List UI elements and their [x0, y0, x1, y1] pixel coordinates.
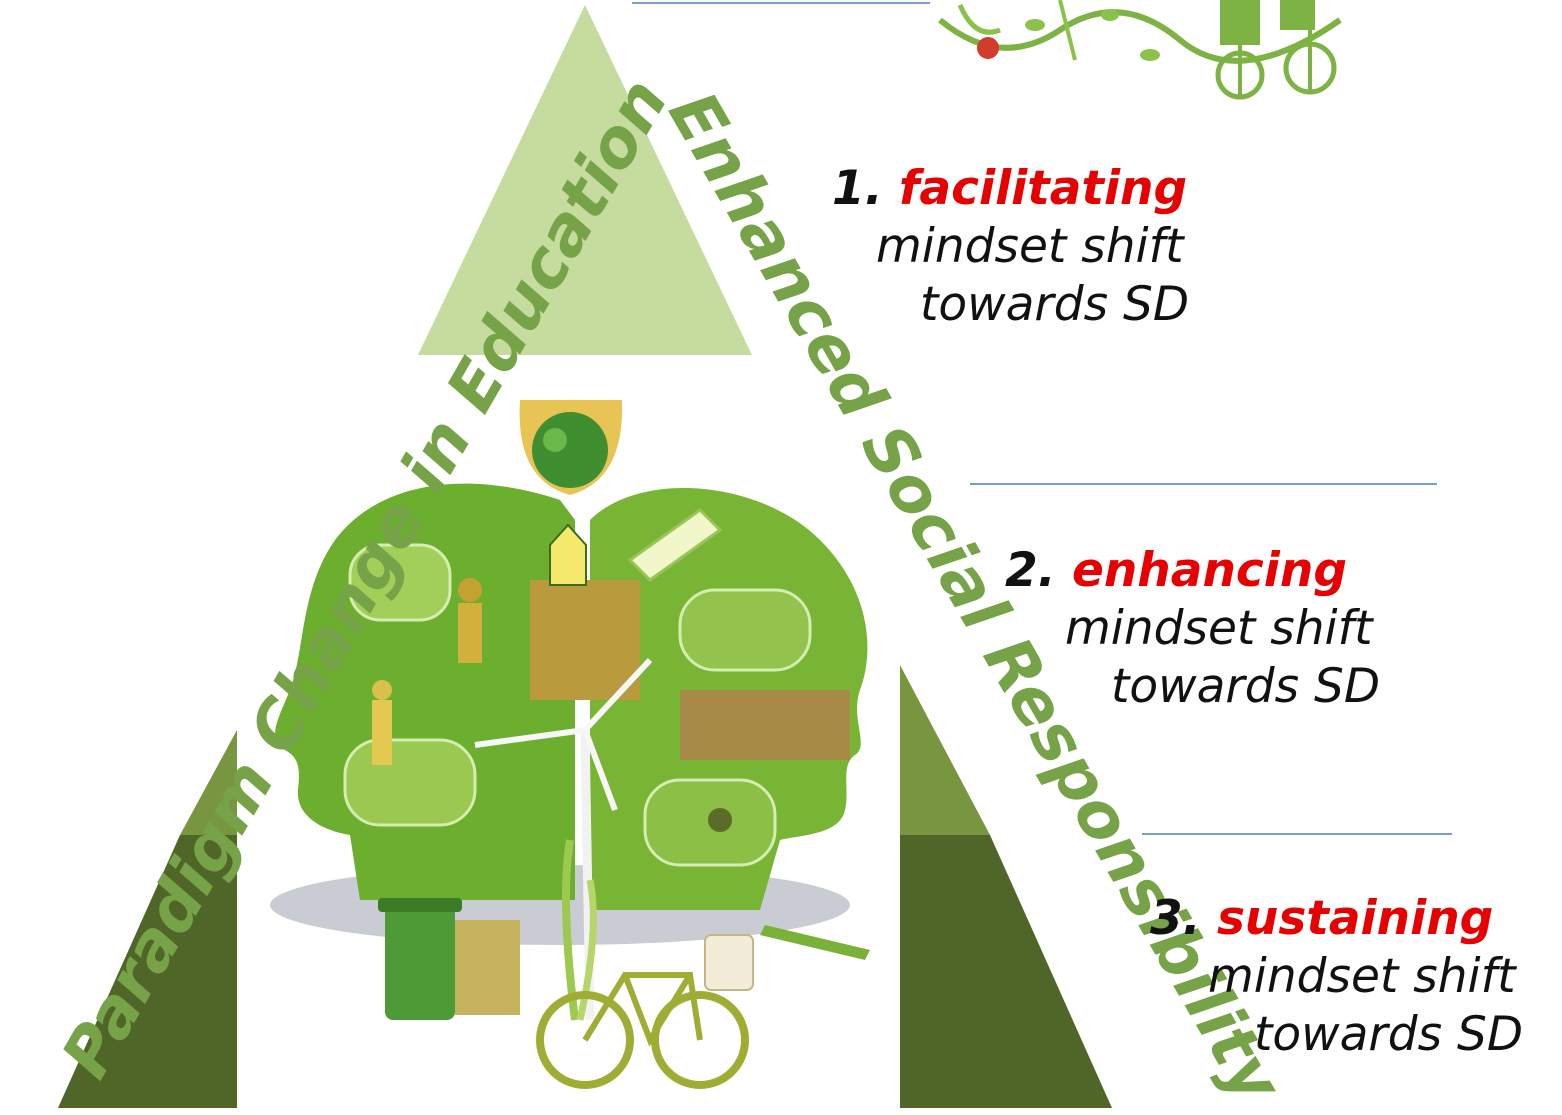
vine-strip-icon — [938, 0, 1342, 100]
level-3-line3: towards SD — [1254, 1007, 1524, 1062]
level-2-number: 2. — [1005, 543, 1056, 598]
level-1-line3: towards SD — [920, 277, 1190, 332]
level-3-line2: mindset shift — [1208, 949, 1516, 1004]
level-3-number: 3. — [1150, 891, 1201, 946]
level-1-number: 1. — [832, 161, 883, 216]
eco-heads-icon — [237, 370, 900, 1108]
level-2-line2: mindset shift — [1065, 601, 1373, 656]
level-3-verb: sustaining — [1216, 891, 1494, 946]
level-3-text: 3. sustaining mindset shift towards SD — [1150, 890, 1523, 1064]
level-2-line3: towards SD — [1111, 659, 1381, 714]
pyramid-top-tier — [418, 5, 752, 355]
level-2-text: 2. enhancing mindset shift towards SD — [1005, 542, 1380, 716]
level-1-line2: mindset shift — [876, 219, 1184, 274]
pyramid-middle-tier-right — [900, 665, 990, 835]
level-1-text: 1. facilitating mindset shift towards SD — [832, 160, 1189, 334]
pyramid-bottom-tier-left — [58, 835, 237, 1108]
level-1-verb: facilitating — [898, 161, 1188, 216]
pyramid-bottom-tier-right — [900, 835, 1112, 1108]
level-2-verb: enhancing — [1071, 543, 1347, 598]
pyramid-middle-tier-left — [180, 730, 237, 835]
